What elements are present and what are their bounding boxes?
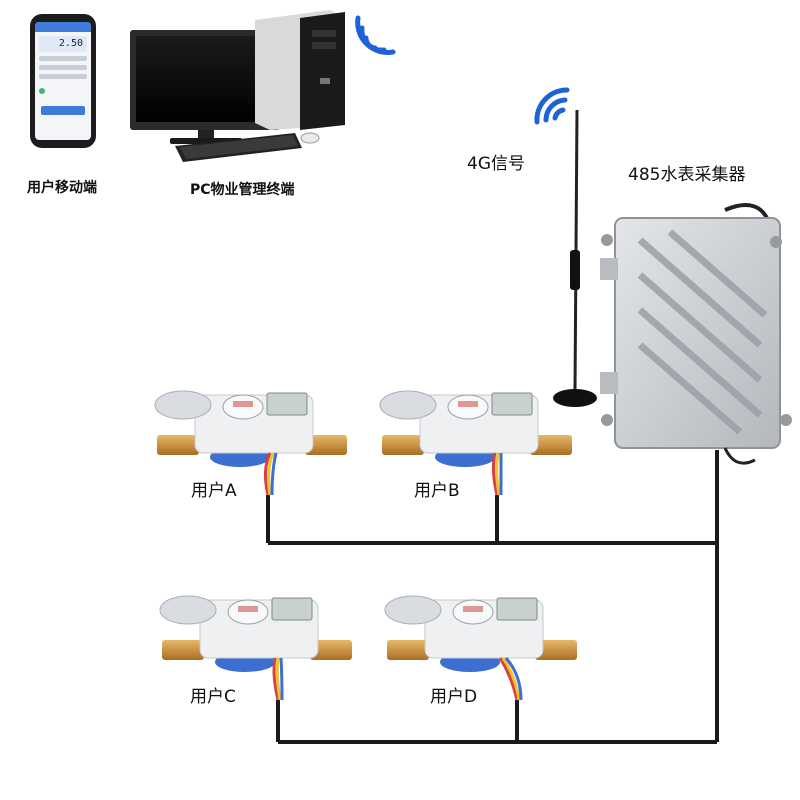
pc-monitor — [130, 30, 280, 144]
signal-label: 4G信号 — [467, 154, 525, 174]
status-dot — [39, 88, 45, 94]
antenna — [553, 109, 597, 407]
mobile-label: 用户移动端 — [27, 180, 97, 196]
meter-label: 用户D — [430, 687, 478, 707]
rs485-bus — [266, 450, 719, 744]
meter-label: 用户C — [190, 687, 236, 707]
collector-box — [600, 203, 792, 465]
pc-tower — [255, 10, 345, 130]
wifi-icon — [355, 15, 396, 55]
keyboard — [175, 133, 302, 162]
collector-label: 485水表采集器 — [628, 165, 746, 185]
water-meter — [384, 595, 577, 701]
mouse — [300, 132, 320, 144]
phone-row — [39, 56, 87, 61]
pc-label: PC物业管理终端 — [190, 182, 295, 198]
phone-reading: 2.50 — [39, 36, 87, 52]
water-meter — [379, 390, 572, 496]
meter-label: 用户B — [414, 481, 460, 501]
phone-button — [41, 106, 85, 115]
water-meter — [159, 595, 352, 701]
mobile-phone: 2.50 — [30, 14, 96, 148]
meter-label: 用户A — [191, 481, 237, 501]
meters-layer — [154, 390, 577, 701]
phone-row — [39, 74, 87, 79]
phone-row — [39, 65, 87, 70]
wifi-icon — [534, 87, 570, 125]
phone-screen: 2.50 — [35, 22, 91, 140]
phone-header — [35, 22, 91, 32]
water-meter — [154, 390, 347, 496]
